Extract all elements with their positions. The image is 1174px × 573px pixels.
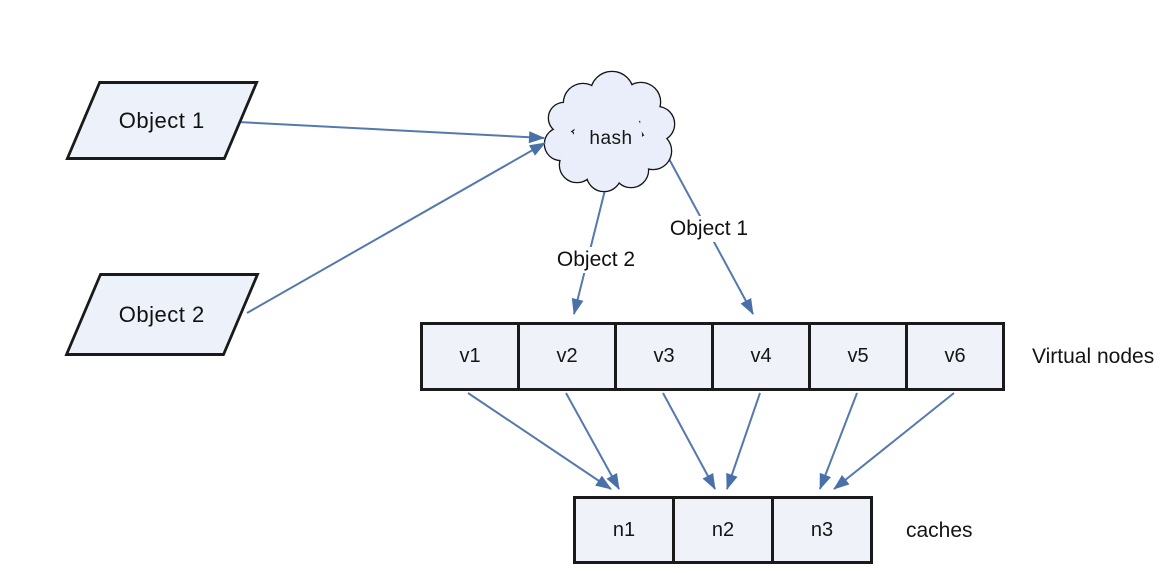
virtual-node-v2: v2 xyxy=(517,325,614,388)
virtual-node-v6: v6 xyxy=(905,325,1002,388)
cache-node-n3: n3 xyxy=(771,499,870,561)
arrow-v3-to-n2 xyxy=(662,392,716,490)
cache-node-n1: n1 xyxy=(576,499,672,561)
virtual-node-v5: v5 xyxy=(808,325,905,388)
object-1-node: Object 1 xyxy=(65,81,259,160)
virtual-node-v6-label: v6 xyxy=(944,345,966,367)
cache-node-n3-label: n3 xyxy=(810,518,834,541)
cache-node-n2: n2 xyxy=(672,499,771,561)
cache-node-n2-label: n2 xyxy=(711,518,735,541)
arrow-v6-to-n3 xyxy=(833,392,955,490)
virtual-node-v1-label: v1 xyxy=(459,345,481,367)
object-2-label: Object 2 xyxy=(119,301,205,327)
arrow-v4-to-n2 xyxy=(726,392,761,490)
object-1-label: Object 1 xyxy=(119,107,205,133)
virtual-nodes-row: v1 v2 v3 v4 v5 v6 xyxy=(420,322,1005,391)
hash-cloud xyxy=(543,70,676,193)
virtual-node-v4-label: v4 xyxy=(750,345,772,367)
virtual-node-v1: v1 xyxy=(423,325,517,388)
assignment-label-object-1: Object 1 xyxy=(665,216,753,242)
caches-row: n1 n2 n3 xyxy=(573,496,873,564)
arrow-object1-to-hash xyxy=(237,121,545,144)
arrow-v2-to-n1 xyxy=(565,392,620,490)
virtual-node-v3: v3 xyxy=(614,325,711,388)
virtual-to-cache-arrows xyxy=(467,392,955,490)
caches-caption: caches xyxy=(906,519,973,542)
hash-cloud-label: hash xyxy=(589,128,633,149)
assignment-label-object-2: Object 2 xyxy=(552,247,640,273)
cache-node-n1-label: n1 xyxy=(612,518,636,541)
virtual-node-v2-label: v2 xyxy=(556,345,578,367)
arrow-v5-to-n3 xyxy=(819,392,858,490)
virtual-nodes-caption: Virtual nodes xyxy=(1032,345,1155,368)
object-to-hash-arrows xyxy=(237,121,546,314)
virtual-node-v3-label: v3 xyxy=(653,345,675,367)
arrow-object2-to-hash xyxy=(246,142,546,314)
virtual-node-v4: v4 xyxy=(711,325,808,388)
virtual-node-v5-label: v5 xyxy=(847,345,869,367)
arrow-v1-to-n1 xyxy=(467,392,612,490)
